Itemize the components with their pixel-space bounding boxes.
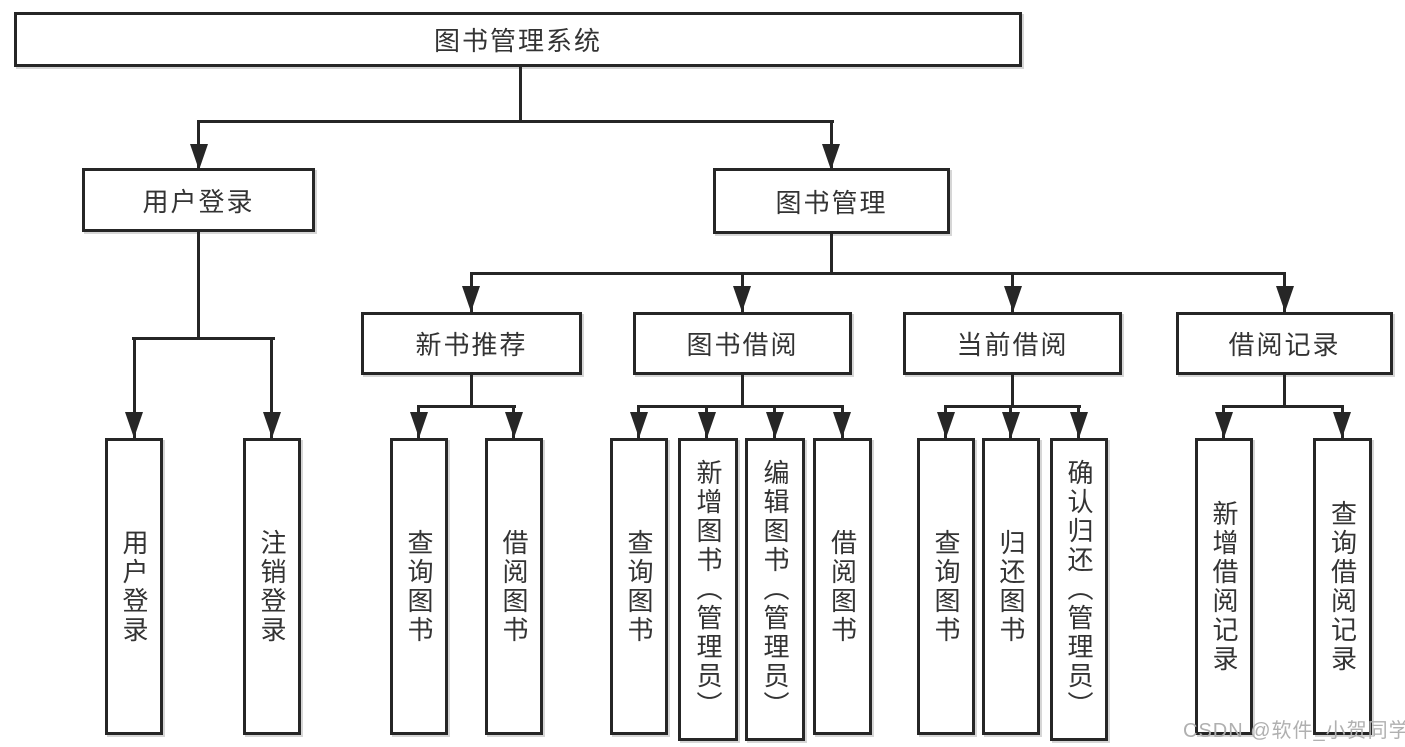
connector-line [470,272,1286,275]
arrow-down-icon [1276,286,1294,312]
connector-line [944,405,1081,408]
leaf-query-books-recommend: 查询图书 [390,438,448,735]
connector-line [197,230,200,337]
node-borrow-records: 借阅记录 [1176,312,1393,375]
node-current-borrow-label: 当前借阅 [956,330,1069,360]
node-root: 图书管理系统 [14,12,1022,67]
arrow-down-icon [733,286,751,312]
arrow-down-icon [698,412,716,438]
connector-line [270,337,273,438]
node-book-management-label: 图书管理 [775,187,888,218]
leaf-query-borrow-record-label: 查询借阅记录 [1327,499,1358,674]
leaf-logout: 注销登录 [243,438,301,735]
leaf-query-books-borrow: 查询图书 [610,438,668,735]
leaf-query-books-borrow-label: 查询图书 [624,528,654,645]
arrow-down-icon [462,286,480,312]
connector-line [1011,373,1014,405]
connector-line [830,232,833,272]
leaf-borrow-books-label: 借阅图书 [827,528,858,645]
connector-line [741,373,744,405]
node-user-login-label: 用户登录 [142,186,255,217]
leaf-add-borrow-record-label: 新增借阅记录 [1209,499,1239,674]
connector-line [519,64,522,120]
arrow-down-icon [822,144,840,170]
connector-line [417,405,516,408]
connector-line [1222,405,1344,408]
node-book-borrow-label: 图书借阅 [686,330,799,360]
leaf-borrow-books-recommend: 借阅图书 [485,438,543,735]
arrow-down-icon [1070,412,1088,438]
leaf-return-books-label: 归还图书 [996,528,1026,645]
arrow-down-icon [1215,412,1233,438]
leaf-edit-books-admin: 编辑图书（管理员） [745,438,805,741]
leaf-user-login-label: 用户登录 [119,528,149,645]
connector-line [197,120,834,123]
csdn-watermark: CSDN @软件_小贺同学 [1183,720,1405,742]
node-user-login: 用户登录 [82,168,315,232]
arrow-down-icon [263,412,281,438]
node-new-book-recommend: 新书推荐 [361,312,582,375]
node-borrow-records-label: 借阅记录 [1228,330,1341,360]
leaf-user-login: 用户登录 [105,438,163,735]
leaf-confirm-return-admin-label: 确认归还（管理员） [1064,459,1094,720]
arrow-down-icon [1002,412,1020,438]
leaf-return-books: 归还图书 [982,438,1040,735]
arrow-down-icon [190,144,208,170]
node-book-management: 图书管理 [713,168,950,234]
arrow-down-icon [410,412,428,438]
connector-line [133,337,136,438]
arrow-down-icon [505,412,523,438]
connector-line [132,337,275,340]
node-current-borrow: 当前借阅 [903,312,1122,375]
arrow-down-icon [766,412,784,438]
connector-line [637,405,844,408]
leaf-query-books-current: 查询图书 [917,438,975,735]
leaf-add-books-admin-label: 新增图书（管理员） [693,459,723,720]
arrow-down-icon [1333,412,1351,438]
leaf-query-borrow-record: 查询借阅记录 [1313,438,1372,735]
arrow-down-icon [937,412,955,438]
arrow-down-icon [1004,286,1022,312]
arrow-down-icon [630,412,648,438]
leaf-query-books-current-label: 查询图书 [931,528,961,645]
leaf-add-books-admin: 新增图书（管理员） [678,438,738,741]
node-book-borrow: 图书借阅 [633,312,852,375]
leaf-add-borrow-record: 新增借阅记录 [1195,438,1253,735]
leaf-logout-label: 注销登录 [257,528,287,645]
leaf-borrow-books: 借阅图书 [813,438,872,735]
node-new-book-recommend-label: 新书推荐 [415,330,528,360]
leaf-edit-books-admin-label: 编辑图书（管理员） [760,459,790,720]
arrow-down-icon [125,412,143,438]
arrow-down-icon [833,412,851,438]
connector-line [1283,373,1286,405]
leaf-confirm-return-admin: 确认归还（管理员） [1050,438,1108,741]
leaf-borrow-books-recommend-label: 借阅图书 [499,528,529,645]
leaf-query-books-recommend-label: 查询图书 [404,528,434,645]
node-root-label: 图书管理系统 [433,26,602,56]
connector-line [470,373,473,405]
